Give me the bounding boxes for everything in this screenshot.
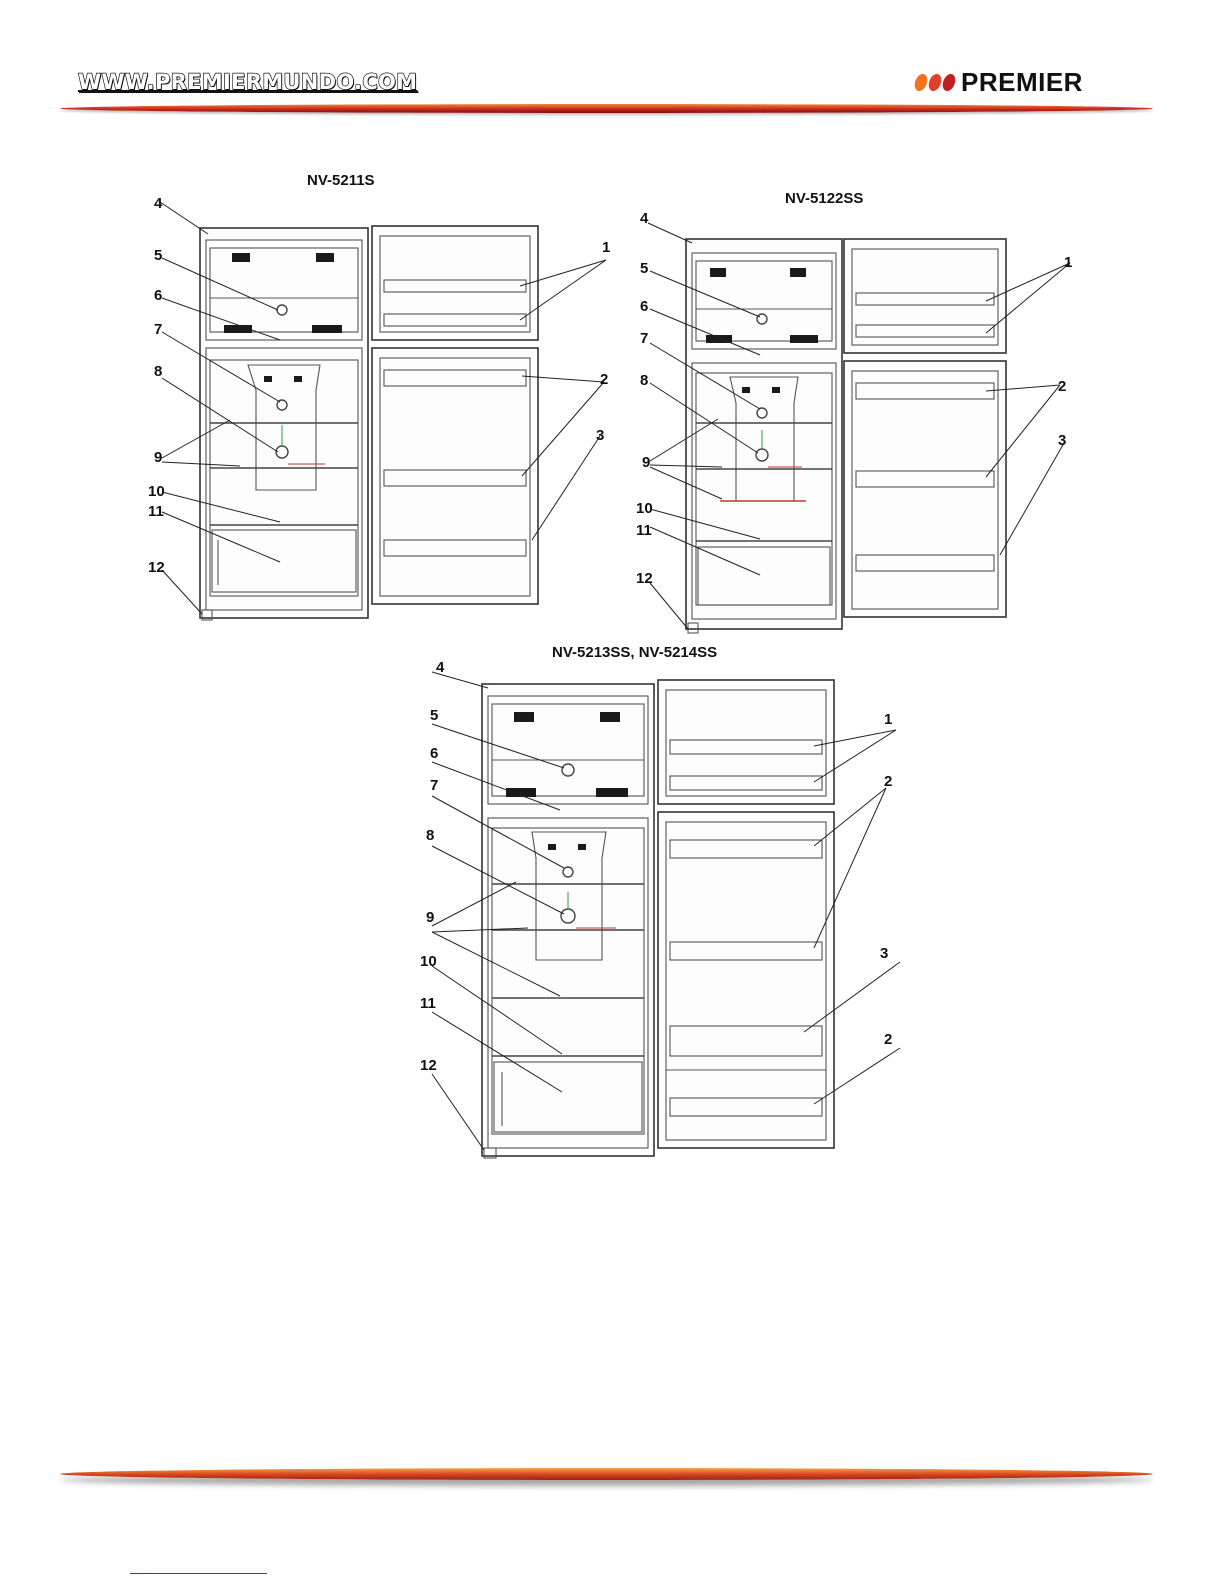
callout-number: 3: [1058, 432, 1066, 449]
callout-number: 1: [884, 711, 892, 728]
brand-logo: PREMIER: [915, 64, 1083, 100]
callout-number: 3: [880, 945, 888, 962]
callout-number: 6: [430, 745, 438, 762]
brand-dot: [927, 74, 943, 91]
refrigerator-diagram: 4 5 6 7 8 9 10 11 12 1 2 3: [630, 205, 1100, 635]
brand-dots-icon: [915, 74, 955, 91]
callout-number: 10: [148, 483, 165, 500]
callout-number: 9: [426, 909, 434, 926]
callout-number: 2: [884, 773, 892, 790]
callout-number: 7: [640, 330, 648, 347]
refrigerator-diagram: 4 5 6 7 8 9 10 11 12 1 2 3: [140, 190, 620, 630]
callout-number: 11: [148, 503, 164, 520]
callout-number: 3: [596, 427, 604, 444]
callout-number: 2: [600, 371, 608, 388]
footer-link-underline[interactable]: [130, 1573, 267, 1574]
refrigerator-diagram: 4 5 6 7 8 9 10 11 12 1 2 3 2: [410, 660, 910, 1170]
callout-number: 4: [436, 659, 445, 676]
callout-number: 9: [642, 454, 650, 471]
callout-number: 4: [640, 210, 649, 227]
callout-number: 12: [420, 1057, 437, 1074]
callout-number: 12: [148, 559, 165, 576]
callout-number: 5: [430, 707, 438, 724]
callout-number: 12: [636, 570, 653, 587]
model-title: NV-5213SS, NV-5214SS: [552, 644, 717, 661]
website-url[interactable]: WWW.PREMIERMUNDO.COM: [78, 70, 417, 94]
callout-number: 7: [154, 321, 162, 338]
brand-name: PREMIER: [961, 67, 1083, 98]
callout-number: 10: [636, 500, 653, 517]
callout-number: 9: [154, 449, 162, 466]
footer-divider: [60, 1468, 1153, 1480]
callout-number: 11: [636, 522, 652, 539]
callout-number: 4: [154, 195, 163, 212]
model-title: NV-5211S: [307, 172, 375, 189]
callout-number: 6: [154, 287, 162, 304]
callout-number: 10: [420, 953, 437, 970]
callout-number: 2: [1058, 378, 1066, 395]
callout-number: 1: [1064, 254, 1072, 271]
callout-number: 6: [640, 298, 648, 315]
brand-dot: [913, 74, 929, 91]
callout-number: 8: [426, 827, 434, 844]
callout-number: 1: [602, 239, 610, 256]
callout-number: 8: [640, 372, 648, 389]
callout-number: 11: [420, 995, 436, 1012]
callout-number: 5: [154, 247, 162, 264]
callout-number: 5: [640, 260, 648, 277]
callout-number: 8: [154, 363, 162, 380]
callout-number: 7: [430, 777, 438, 794]
brand-dot: [941, 74, 957, 91]
callout-number: 2: [884, 1031, 892, 1048]
header-divider: [60, 104, 1153, 113]
